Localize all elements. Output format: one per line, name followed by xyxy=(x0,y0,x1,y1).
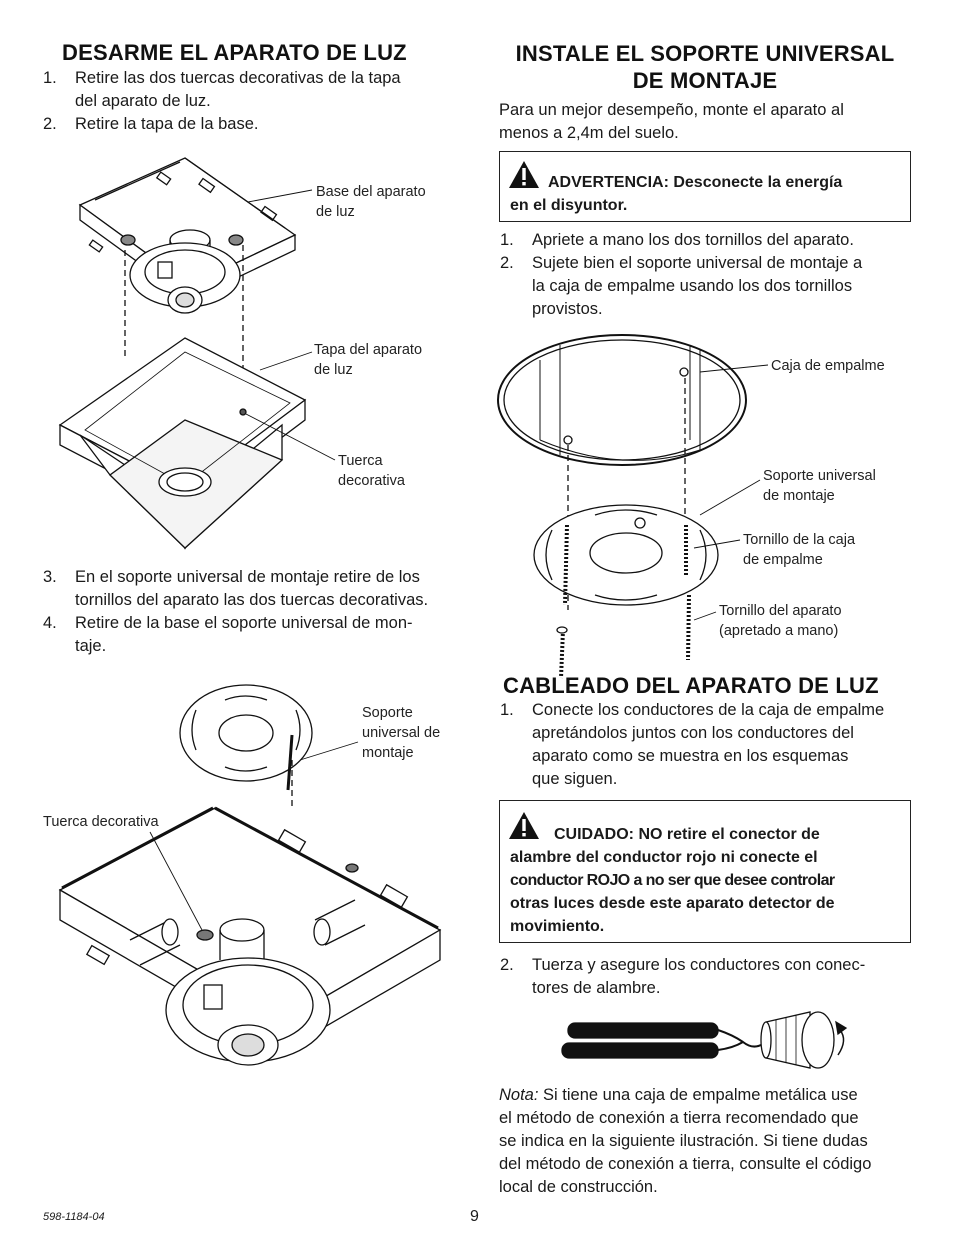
label-base-aparato: Base del aparato de luz xyxy=(316,184,426,220)
section-title-desarme: DESARME EL APARATO DE LUZ xyxy=(62,40,407,65)
note-paragraph: Nota: Si tiene una caja de empalme metál… xyxy=(499,1086,872,1196)
warning-text-2: en el disyuntor. xyxy=(510,197,628,214)
label-caja-empalme: Caja de empalme xyxy=(771,358,885,374)
step-1-instale: 1. Apriete a mano los dos tornillos del … xyxy=(500,231,854,249)
section-title-instale: INSTALE EL SOPORTE UNIVERSAL DE MONTAJE xyxy=(515,41,895,93)
step-3-desarme: 3. En el soporte universal de montaje re… xyxy=(43,568,429,609)
step-4-desarme: 4. Retire de la base el soporte universa… xyxy=(43,614,413,655)
doc-number: 598-1184-04 xyxy=(43,1211,105,1223)
step-1-desarme: 1. Retire las dos tuercas decorativas de… xyxy=(43,69,401,110)
note-label: Nota: xyxy=(499,1086,539,1104)
warning-text-1: ADVERTENCIA: Desconecte la energía xyxy=(548,174,843,191)
caution-text-5: movimiento. xyxy=(510,918,605,935)
step-1-cableado: 1. Conecte los conductores de la caja de… xyxy=(500,701,885,788)
caution-text-2: alambre del conductor rojo ni conecte el xyxy=(510,849,818,866)
caution-text-1: CUIDADO: NO retire el conector de xyxy=(554,826,820,843)
warning-triangle-icon xyxy=(509,161,539,188)
label-tornillo-caja: Tornillo de la caja de empalme xyxy=(743,532,856,568)
step-2-desarme: 2. Retire la tapa de la base. xyxy=(43,115,259,133)
caution-triangle-icon xyxy=(509,812,539,839)
label-tuerca-decorativa-1: Tuerca decorativa xyxy=(338,453,405,489)
section-title-cableado: CABLEADO DEL APARATO DE LUZ xyxy=(503,673,879,698)
caution-text-3: conductor ROJO a no ser que desee contro… xyxy=(510,872,835,889)
step-2-cableado: 2. Tuerza y asegure los conductores con … xyxy=(500,956,866,997)
label-tornillo-aparato: Tornillo del aparato (apretado a mano) xyxy=(719,603,842,639)
label-soporte-universal-1: Soporte universal de montaje xyxy=(362,705,441,761)
caution-box: CUIDADO: NO retire el conector de alambr… xyxy=(499,800,911,943)
step-2-instale: 2. Sujete bien el soporte universal de m… xyxy=(500,254,863,318)
page-number: 9 xyxy=(470,1208,479,1225)
label-tapa-aparato: Tapa del aparato de luz xyxy=(314,342,423,378)
label-soporte-universal-2: Soporte universal de montaje xyxy=(763,468,876,504)
warning-box: ADVERTENCIA: Desconecte la energía en el… xyxy=(499,151,911,222)
label-tuerca-decorativa-2: Tuerca decorativa xyxy=(43,814,159,830)
intro-paragraph: Para un mejor desempeño, monte el aparat… xyxy=(499,101,844,142)
caution-text-4: otras luces desde este aparato detector … xyxy=(510,895,835,912)
